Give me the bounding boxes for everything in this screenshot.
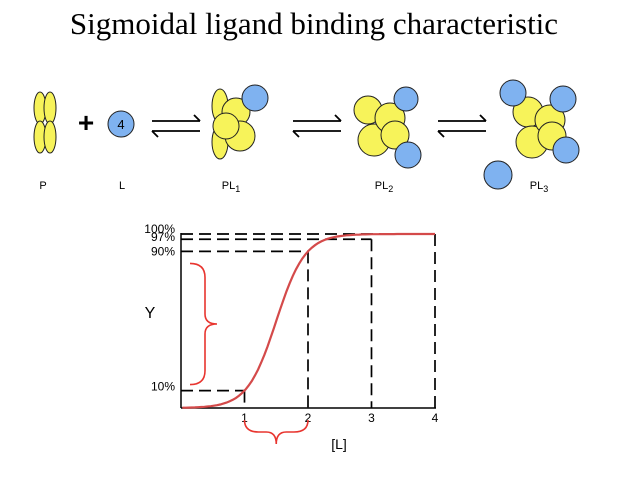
binding-curve-chart: 1 2 3 4 10% 90%97%100% Y [L] <box>144 222 438 452</box>
plus-sign: + <box>78 107 94 138</box>
equilibrium-arrow-1 <box>151 114 201 138</box>
page-title: Sigmoidal ligand binding characteristic <box>69 6 559 41</box>
x-range-brace <box>243 419 309 445</box>
x-tick-label: 4 <box>432 411 439 425</box>
equilibrium-arrow-2 <box>292 114 342 138</box>
ligand-count: 4 <box>117 117 124 132</box>
protein-p <box>33 91 57 154</box>
y-tick-label: 10% <box>151 380 175 394</box>
y-tick-label: 97% <box>151 230 175 244</box>
complex-pl2 <box>353 86 422 169</box>
label-pl2: PL2 <box>375 180 393 194</box>
label-l: L <box>119 180 125 192</box>
equilibrium-arrow-3 <box>437 114 487 138</box>
x-axis-label: [L] <box>331 436 347 452</box>
x-tick-label: 3 <box>368 411 375 425</box>
ligand-l: 4 <box>107 110 135 138</box>
y-tick-label: 90% <box>151 244 175 258</box>
y-axis-label: Y <box>145 305 156 322</box>
y-range-brace <box>189 262 218 386</box>
label-pl3: PL3 <box>530 180 548 194</box>
x-tick-label: 1 <box>241 411 248 425</box>
complex-pl3 <box>483 79 580 190</box>
binding-curve <box>182 232 435 409</box>
label-pl1: PL1 <box>222 180 240 194</box>
label-p: P <box>39 180 46 192</box>
y-tick-label: 100% <box>144 222 175 236</box>
complex-pl1 <box>211 84 269 160</box>
x-tick-label: 2 <box>305 411 312 425</box>
